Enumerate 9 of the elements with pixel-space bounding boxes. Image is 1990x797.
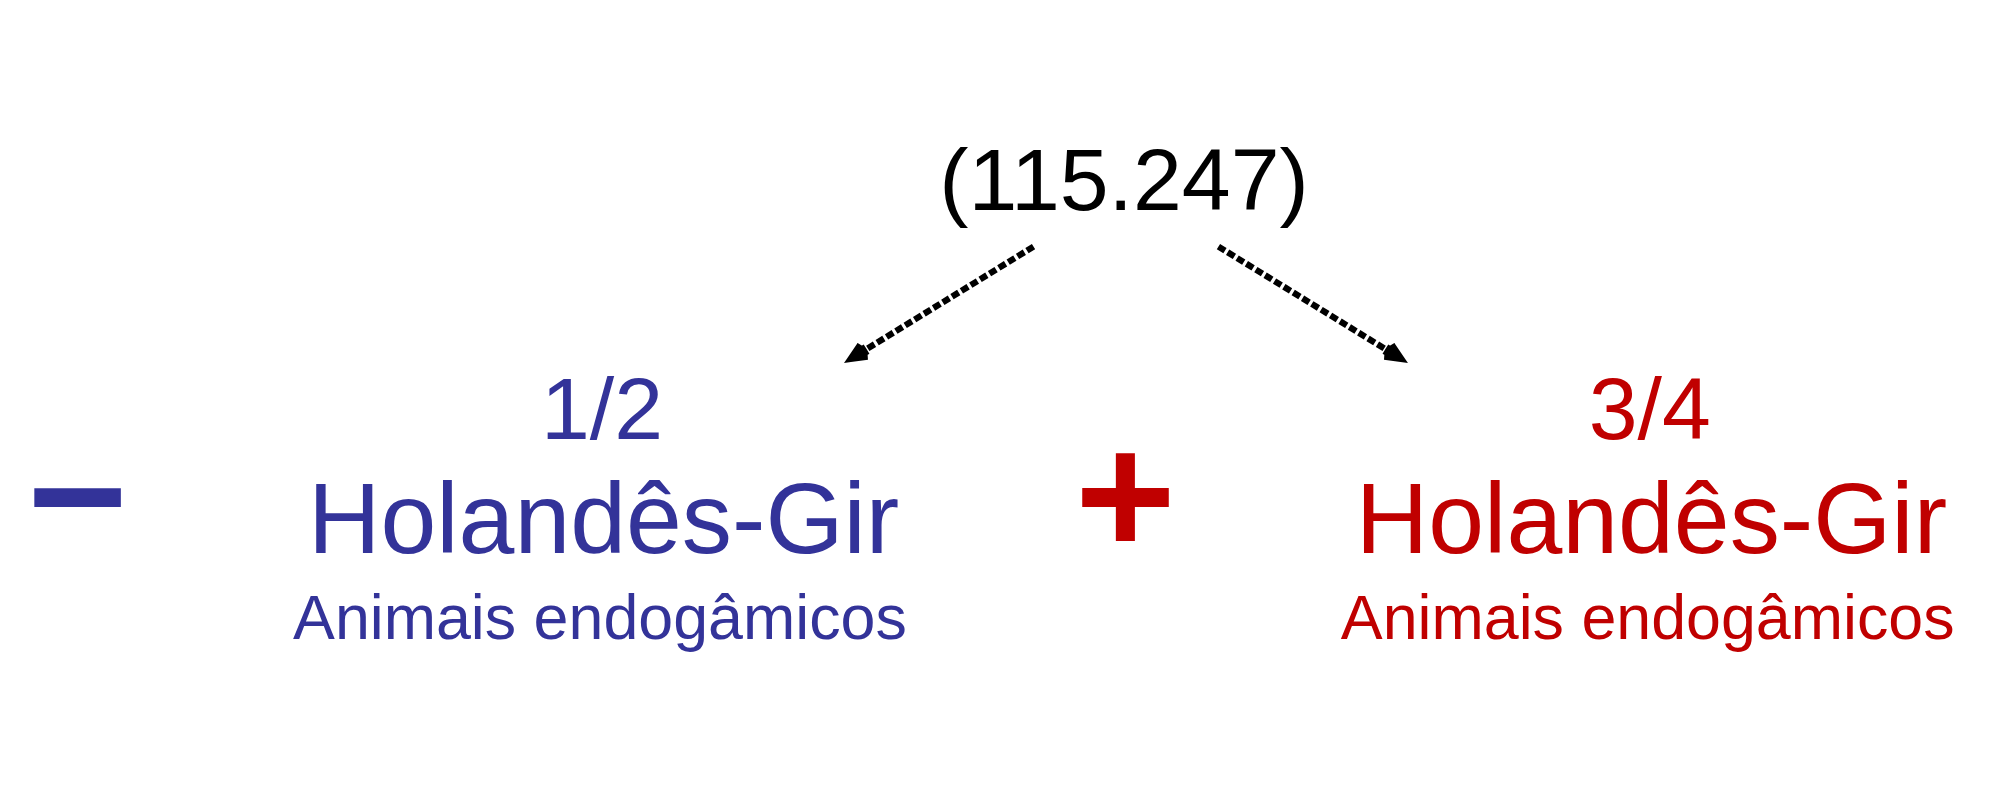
node-label: Animais endogâmicos <box>293 581 907 652</box>
node-label: Animais endogâmicos <box>1340 581 1955 652</box>
label: − <box>27 398 128 592</box>
arrow <box>1216 243 1405 363</box>
node-text: 3/4 Holandês-Gir <box>1355 358 1948 574</box>
arrow <box>847 243 1036 363</box>
label: + <box>1075 398 1176 592</box>
node-text: 1/2 Holandês-Gir <box>307 358 900 574</box>
node-text: (115.247) <box>939 129 1309 229</box>
